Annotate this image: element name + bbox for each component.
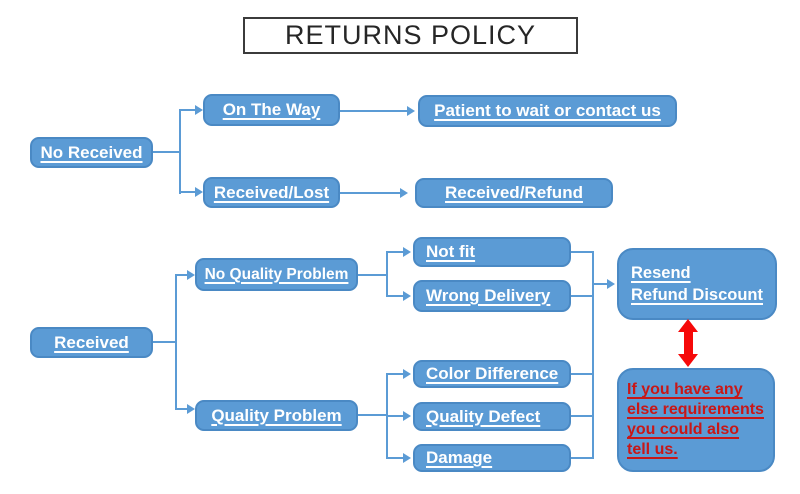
- page-title-text: RETURNS POLICY: [284, 20, 537, 50]
- connector-line: [179, 191, 195, 193]
- connector-line: [571, 373, 592, 375]
- arrowhead-icon: [403, 411, 411, 421]
- node-received: Received: [30, 327, 153, 358]
- node-color-difference: Color Difference: [413, 360, 571, 388]
- node-label: Wrong Delivery: [426, 286, 551, 305]
- connector-line: [175, 274, 177, 410]
- node-patient-to-wait-or-contact-us: Patient to wait or contact us: [418, 95, 677, 127]
- connector-line: [571, 457, 592, 459]
- connector-line: [386, 295, 403, 297]
- connector-line: [594, 283, 607, 285]
- connector-line: [358, 274, 387, 276]
- node-label: Received: [54, 332, 129, 352]
- connector-line: [179, 109, 195, 111]
- double-arrow-down-icon: [678, 354, 698, 367]
- arrowhead-icon: [400, 188, 408, 198]
- arrowhead-icon: [403, 453, 411, 463]
- node-resend-refund-discount: Resend Refund Discount: [617, 248, 777, 320]
- node-label: Patient to wait or contact us: [434, 101, 661, 120]
- node-quality-defect: Quality Defect: [413, 402, 571, 431]
- connector-line: [386, 373, 403, 375]
- connector-line: [175, 408, 187, 410]
- arrowhead-icon: [195, 187, 203, 197]
- note-line: you could also: [627, 421, 740, 438]
- connector-line: [358, 414, 387, 416]
- connector-line: [592, 251, 594, 459]
- node-not-fit: Not fit: [413, 237, 571, 267]
- note-line: If you have any: [627, 381, 743, 398]
- double-arrow-up-icon: [678, 319, 698, 332]
- connector-line: [386, 251, 388, 297]
- connector-line: [340, 192, 400, 194]
- node-label-line: Resend: [631, 263, 691, 282]
- arrowhead-icon: [187, 270, 195, 280]
- arrowhead-icon: [607, 279, 615, 289]
- connector-line: [571, 295, 592, 297]
- arrowhead-icon: [403, 291, 411, 301]
- node-received-lost: Received/Lost: [203, 177, 340, 208]
- node-label: No Received: [40, 142, 143, 162]
- connector-line: [386, 415, 403, 417]
- note-line: tell us.: [627, 441, 678, 458]
- arrowhead-icon: [403, 247, 411, 257]
- node-label: Received/Lost: [213, 182, 330, 202]
- note-line: else requirements: [627, 401, 764, 418]
- connector-line: [386, 457, 403, 459]
- node-quality-problem: Quality Problem: [195, 400, 358, 431]
- arrowhead-icon: [407, 106, 415, 116]
- node-label: Color Difference: [426, 364, 559, 383]
- node-no-received: No Received: [30, 137, 153, 168]
- connector-line: [340, 110, 407, 112]
- node-on-the-way: On The Way: [203, 94, 340, 126]
- node-received-refund: Received/Refund: [415, 178, 613, 208]
- node-wrong-delivery: Wrong Delivery: [413, 280, 571, 312]
- double-arrow-shaft: [684, 331, 693, 355]
- connector-line: [179, 109, 181, 194]
- connector-line: [153, 151, 180, 153]
- node-label: Received/Refund: [445, 183, 583, 202]
- node-label: On The Way: [222, 100, 321, 119]
- node-damage: Damage: [413, 444, 571, 472]
- node-label: Quality Defect: [426, 406, 541, 426]
- node-no-quality-problem: No Quality Problem: [195, 258, 358, 291]
- page-title: RETURNS POLICY: [243, 17, 578, 54]
- arrowhead-icon: [195, 105, 203, 115]
- connector-line: [153, 341, 175, 343]
- connector-line: [386, 251, 403, 253]
- node-label: No Quality Problem: [204, 265, 349, 283]
- node-label: Not fit: [426, 242, 476, 261]
- node-label-line: Refund Discount: [631, 285, 763, 304]
- node-other-requirements-note: If you have any else requirements you co…: [617, 368, 775, 472]
- connector-line: [571, 251, 592, 253]
- connector-line: [571, 415, 592, 417]
- arrowhead-icon: [187, 404, 195, 414]
- connector-line: [175, 274, 187, 276]
- node-label: Quality Problem: [211, 405, 342, 425]
- node-label: Damage: [426, 448, 493, 467]
- arrowhead-icon: [403, 369, 411, 379]
